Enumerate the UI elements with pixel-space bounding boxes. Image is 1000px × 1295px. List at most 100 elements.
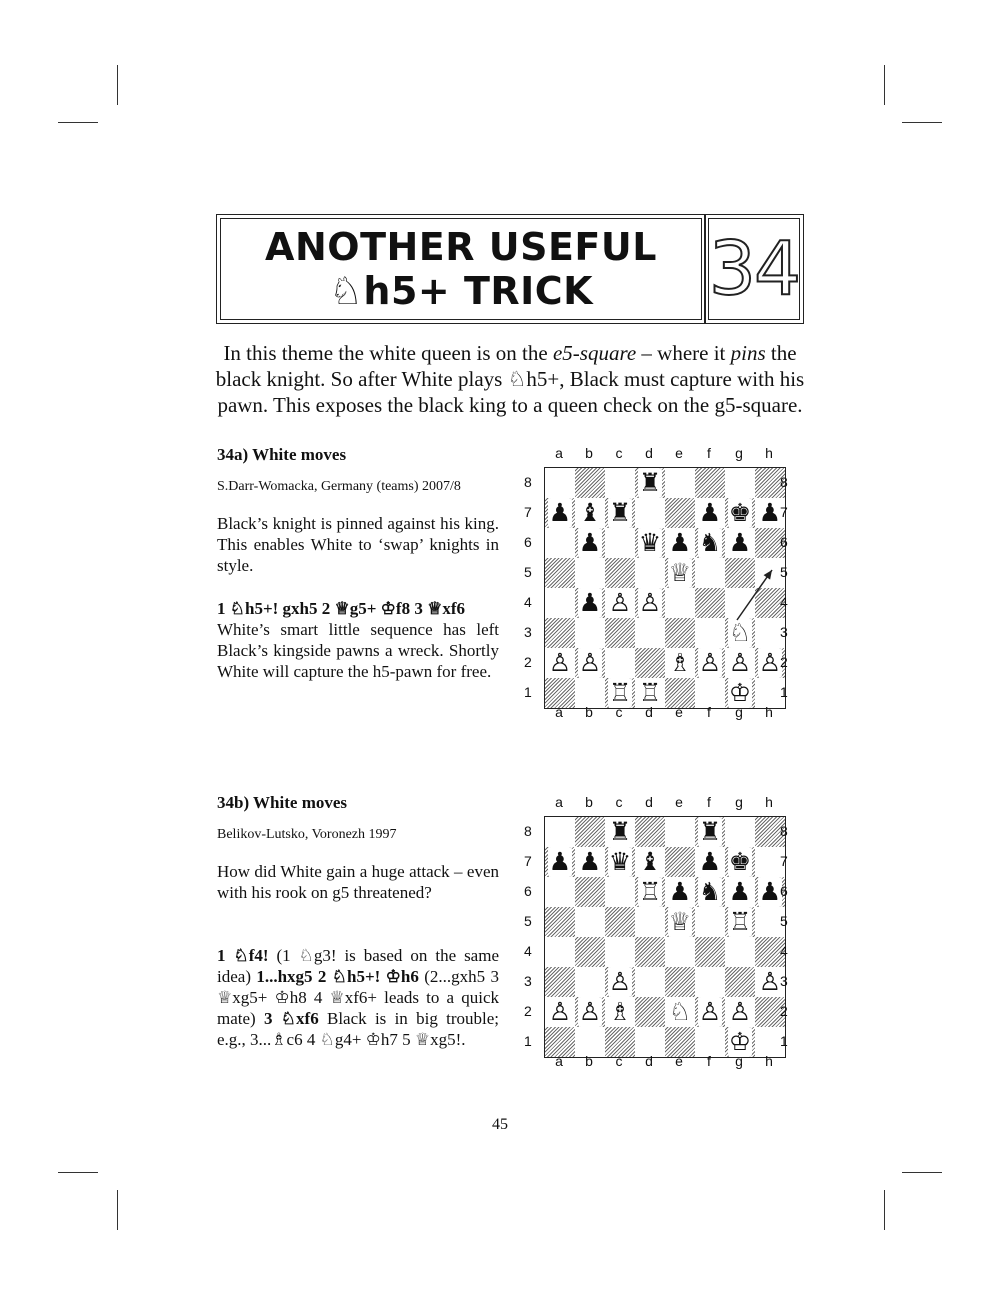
crop-mark <box>902 122 942 123</box>
square-e3 <box>665 967 695 997</box>
piece-a2: ♙ <box>548 648 572 677</box>
piece-b2: ♙ <box>577 997 603 1027</box>
piece-d6: ♛ <box>637 528 663 558</box>
piece-g5: ♖ <box>727 907 753 937</box>
square-h2: ♙ <box>755 648 785 678</box>
square-e1 <box>665 1027 695 1057</box>
file-label: f <box>707 445 711 461</box>
file-label: a <box>555 1053 563 1069</box>
square-d3 <box>635 967 665 997</box>
piece-c1: ♖ <box>607 678 633 708</box>
square-g3 <box>725 967 755 997</box>
file-label: h <box>765 1053 773 1069</box>
piece-h2: ♙ <box>757 648 783 678</box>
piece-g1: ♔ <box>727 678 753 708</box>
square-b6 <box>575 877 605 907</box>
file-label: a <box>555 445 563 461</box>
square-c7: ♛ <box>605 847 635 877</box>
square-b8 <box>575 817 605 847</box>
file-label: h <box>765 794 773 810</box>
square-c5 <box>605 907 635 937</box>
piece-b2: ♙ <box>577 648 603 678</box>
page-number: 45 <box>492 1116 508 1133</box>
piece-f2: ♙ <box>697 997 723 1027</box>
square-f4 <box>695 588 725 618</box>
square-a6 <box>545 877 575 907</box>
piece-d6: ♖ <box>637 877 663 907</box>
square-b4: ♟ <box>575 588 605 618</box>
rank-label: 7 <box>780 853 788 869</box>
square-c1: ♖ <box>605 678 635 708</box>
board-grid: ♜♜♟♟♛♝♟♚♖♟♞♟♟♕♖♙♙♙♙♗♘♙♙♔ <box>544 816 786 1058</box>
chapter-title-box: ANOTHER USEFUL ♘h5+ TRICK <box>216 214 706 324</box>
rank-label: 6 <box>780 883 788 899</box>
rank-label: 8 <box>524 474 532 490</box>
piece-d7: ♝ <box>638 847 662 876</box>
file-label: f <box>707 704 711 720</box>
square-b5 <box>575 907 605 937</box>
rank-label: 3 <box>524 973 532 989</box>
square-d1: ♖ <box>635 678 665 708</box>
file-label: f <box>707 794 711 810</box>
rank-label: 3 <box>780 973 788 989</box>
square-c1 <box>605 1027 635 1057</box>
solution-paragraph: 1 ♘f4! (1 ♘g3! is based on the same idea… <box>217 946 499 1049</box>
description-paragraph: Black’s knight is pinned against his kin… <box>217 514 499 575</box>
square-d6: ♖ <box>635 877 665 907</box>
square-e8 <box>665 468 695 498</box>
square-f7: ♟ <box>695 498 725 528</box>
square-f2: ♙ <box>695 648 725 678</box>
square-f5 <box>695 558 725 588</box>
square-g1: ♔ <box>725 678 755 708</box>
piece-b7: ♝ <box>578 498 602 527</box>
piece-c4: ♙ <box>608 588 632 617</box>
piece-b6: ♟ <box>577 528 603 558</box>
intro-paragraph: In this theme the white queen is on the … <box>215 340 805 418</box>
file-label: b <box>585 794 593 810</box>
square-d6: ♛ <box>635 528 665 558</box>
rank-label: 1 <box>780 1033 788 1049</box>
square-g3: ♘ <box>725 618 755 648</box>
crop-mark <box>902 1172 942 1173</box>
file-label: c <box>615 794 623 810</box>
rank-label: 5 <box>780 564 788 580</box>
square-b6: ♟ <box>575 528 605 558</box>
piece-f2: ♙ <box>697 648 723 678</box>
square-a1 <box>545 1027 575 1057</box>
rank-label: 5 <box>524 913 532 929</box>
piece-f6: ♞ <box>697 528 723 558</box>
square-h8 <box>755 817 785 847</box>
piece-c7: ♛ <box>607 847 633 877</box>
rank-label: 8 <box>780 823 788 839</box>
piece-e6: ♟ <box>668 877 692 906</box>
square-g5: ♖ <box>725 907 755 937</box>
file-label: c <box>615 445 623 461</box>
square-h4 <box>755 937 785 967</box>
square-d8 <box>635 817 665 847</box>
file-label: e <box>675 1053 683 1069</box>
file-label: g <box>735 445 743 461</box>
rank-label: 4 <box>780 943 788 959</box>
piece-a2: ♙ <box>548 997 572 1026</box>
file-label: b <box>585 445 593 461</box>
file-label: a <box>555 704 563 720</box>
square-b2: ♙ <box>575 648 605 678</box>
file-label: b <box>585 1053 593 1069</box>
section-title: 34a) White moves <box>217 445 347 464</box>
rank-label: 4 <box>524 594 532 610</box>
intro-line-1: In this theme the white queen is on the … <box>223 341 797 365</box>
square-c5 <box>605 558 635 588</box>
square-d5 <box>635 907 665 937</box>
file-label: g <box>735 704 743 720</box>
square-f7: ♟ <box>695 847 725 877</box>
square-a2: ♙ <box>545 648 575 678</box>
square-g6: ♟ <box>725 528 755 558</box>
square-e3 <box>665 618 695 648</box>
square-h6: ♟ <box>755 877 785 907</box>
piece-f6: ♞ <box>697 877 723 907</box>
square-a8 <box>545 817 575 847</box>
square-d2 <box>635 997 665 1027</box>
